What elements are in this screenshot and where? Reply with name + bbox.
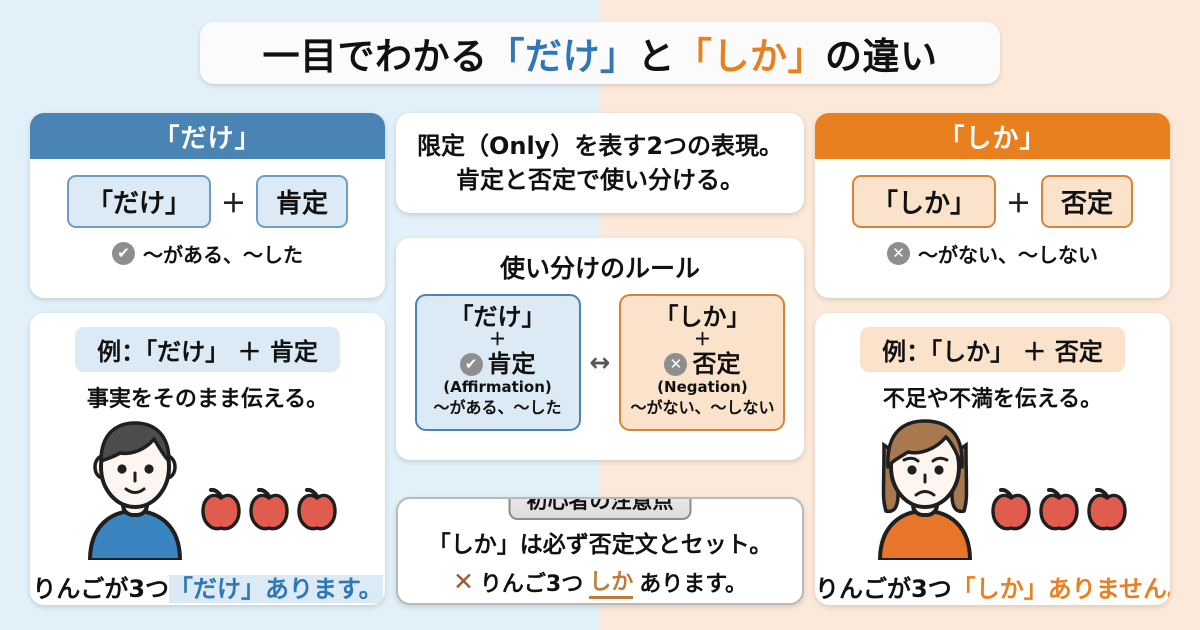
shika-formula-row: 「しか」 ＋ 否定 — [815, 175, 1170, 228]
rule-shika-word: 否定 — [692, 349, 741, 378]
rules-comparison-row: 「だけ」 ＋ ✔ 肯定 (Affirmation) 〜がある、〜した ↔ 「しか… — [396, 294, 804, 431]
caution-line2-a: りんご3つ — [479, 571, 584, 597]
dake-example-card: 例：「だけ」 ＋ 肯定 事実をそのまま伝える。 — [30, 313, 385, 605]
shika-caption-plain: りんごが3つ — [815, 575, 952, 603]
title-dake: 「だけ」 — [487, 35, 638, 78]
intro-line-1: 限定（Only）を表す2つの表現。 — [416, 131, 784, 160]
apple-icon — [249, 487, 289, 531]
intro-card: 限定（Only）を表す2つの表現。 肯定と否定で使い分ける。 — [396, 113, 804, 213]
rule-dake-plus: ＋ — [489, 330, 507, 351]
rule-box-shika: 「しか」 ＋ ✕ 否定 (Negation) 〜がない、〜しない — [619, 294, 786, 431]
dake-chip-key: 「だけ」 — [66, 175, 211, 228]
apple-icon — [201, 487, 241, 531]
rule-shika-word-row: ✕ 否定 — [625, 349, 779, 379]
shika-chip-key: 「しか」 — [851, 175, 996, 228]
rule-shika-plus: ＋ — [693, 330, 711, 351]
check-circle-icon: ✔ — [459, 353, 483, 377]
dake-note-text: 〜がある、〜した — [143, 243, 303, 267]
apple-icon — [297, 487, 337, 531]
cross-circle-icon: ✕ — [664, 353, 688, 377]
shika-caption-highlight: 「しか」ありません。 — [951, 575, 1170, 603]
rule-dake-english: (Affirmation) — [443, 378, 552, 397]
intro-line-2: 肯定と否定で使い分ける。 — [456, 166, 744, 194]
dake-card-header: 「だけ」 — [30, 113, 385, 159]
caution-line-2: ✕りんご3つしかあります。 — [398, 564, 802, 599]
shika-example-scene — [815, 415, 1170, 565]
shika-definition-card: 「しか」 「しか」 ＋ 否定 ✕ 〜がない、〜しない — [815, 113, 1170, 298]
dake-card-header-text: 「だけ」 — [153, 123, 262, 154]
page-title: 一目でわかる「だけ」と「しか」の違い — [200, 22, 1000, 84]
dake-caption-plain: りんごが3つ — [32, 575, 170, 603]
shika-example-card: 例：「しか」 ＋ 否定 不足や不満を伝える。 — [815, 313, 1170, 605]
title-part-2: の違い — [825, 35, 938, 78]
dake-note-row: ✔ 〜がある、〜した — [30, 239, 385, 268]
caution-line2-c: あります。 — [639, 571, 748, 597]
rules-card: 使い分けのルール 「だけ」 ＋ ✔ 肯定 (Affirmation) 〜がある、… — [396, 238, 804, 460]
x-mark-icon: ✕ — [452, 567, 474, 596]
page-title-text: 一目でわかる「だけ」と「しか」の違い — [263, 26, 938, 80]
cross-circle-icon: ✕ — [887, 242, 910, 265]
caution-line-1: 「しか」は必ず否定文とセット。 — [427, 532, 773, 558]
apple-icon — [1087, 487, 1127, 531]
shika-card-header: 「しか」 — [815, 113, 1170, 159]
dake-example-chip: 例：「だけ」 ＋ 肯定 — [75, 327, 340, 372]
rule-shika-english: (Negation) — [657, 378, 748, 397]
rules-title: 使い分けのルール — [499, 254, 700, 283]
shika-example-chip: 例：「しか」 ＋ 否定 — [860, 327, 1125, 372]
rule-dake-key: 「だけ」 — [449, 303, 546, 331]
caution-card: 初心者の注意点 「しか」は必ず否定文とセット。 ✕りんご3つしかあります。 — [396, 497, 804, 605]
dake-apple-group — [200, 487, 338, 533]
rule-box-dake: 「だけ」 ＋ ✔ 肯定 (Affirmation) 〜がある、〜した — [414, 294, 581, 431]
shika-example-caption: りんごが3つ「しか」ありません。 — [815, 569, 1170, 604]
title-part-1: 一目でわかる — [262, 35, 488, 78]
shika-card-header-text: 「しか」 — [938, 123, 1047, 154]
dake-chip-value: 肯定 — [256, 175, 349, 228]
swap-arrow-icon: ↔ — [589, 347, 611, 377]
dake-formula-row: 「だけ」 ＋ 肯定 — [30, 175, 385, 228]
dake-example-subtitle: 事実をそのまま伝える。 — [86, 387, 329, 412]
rule-shika-key: 「しか」 — [654, 303, 751, 331]
shika-chip-value: 否定 — [1041, 175, 1134, 228]
apple-icon — [1039, 487, 1079, 531]
sad-girl-illustration — [860, 415, 990, 564]
shika-note-row: ✕ 〜がない、〜しない — [815, 239, 1170, 268]
dake-caption-highlight: 「だけ」あります。 — [169, 575, 383, 603]
shika-apple-group — [990, 487, 1128, 533]
rule-dake-examples: 〜がある、〜した — [433, 397, 562, 417]
caution-line2-shika: しか — [589, 564, 634, 599]
apple-icon — [991, 487, 1031, 531]
rule-shika-examples: 〜がない、〜しない — [630, 397, 775, 417]
dake-example-scene — [30, 415, 385, 565]
caution-badge: 初心者の注意点 — [508, 499, 692, 520]
dake-formula-plus: ＋ — [220, 188, 246, 218]
shika-note-text: 〜がない、〜しない — [918, 243, 1098, 267]
title-shika: 「しか」 — [675, 35, 825, 78]
title-mid: と — [637, 35, 675, 78]
shika-formula-plus: ＋ — [1005, 188, 1031, 218]
rule-dake-word: 肯定 — [487, 349, 536, 378]
intro-text: 限定（Only）を表す2つの表現。 肯定と否定で使い分ける。 — [417, 129, 783, 197]
shika-example-subtitle: 不足や不満を伝える。 — [882, 387, 1103, 412]
dake-example-caption: りんごが3つ「だけ」あります。 — [30, 569, 385, 604]
rule-dake-word-row: ✔ 肯定 — [421, 349, 575, 379]
smiling-boy-illustration — [70, 415, 200, 564]
check-circle-icon: ✔ — [112, 242, 135, 265]
dake-definition-card: 「だけ」 「だけ」 ＋ 肯定 ✔ 〜がある、〜した — [30, 113, 385, 298]
